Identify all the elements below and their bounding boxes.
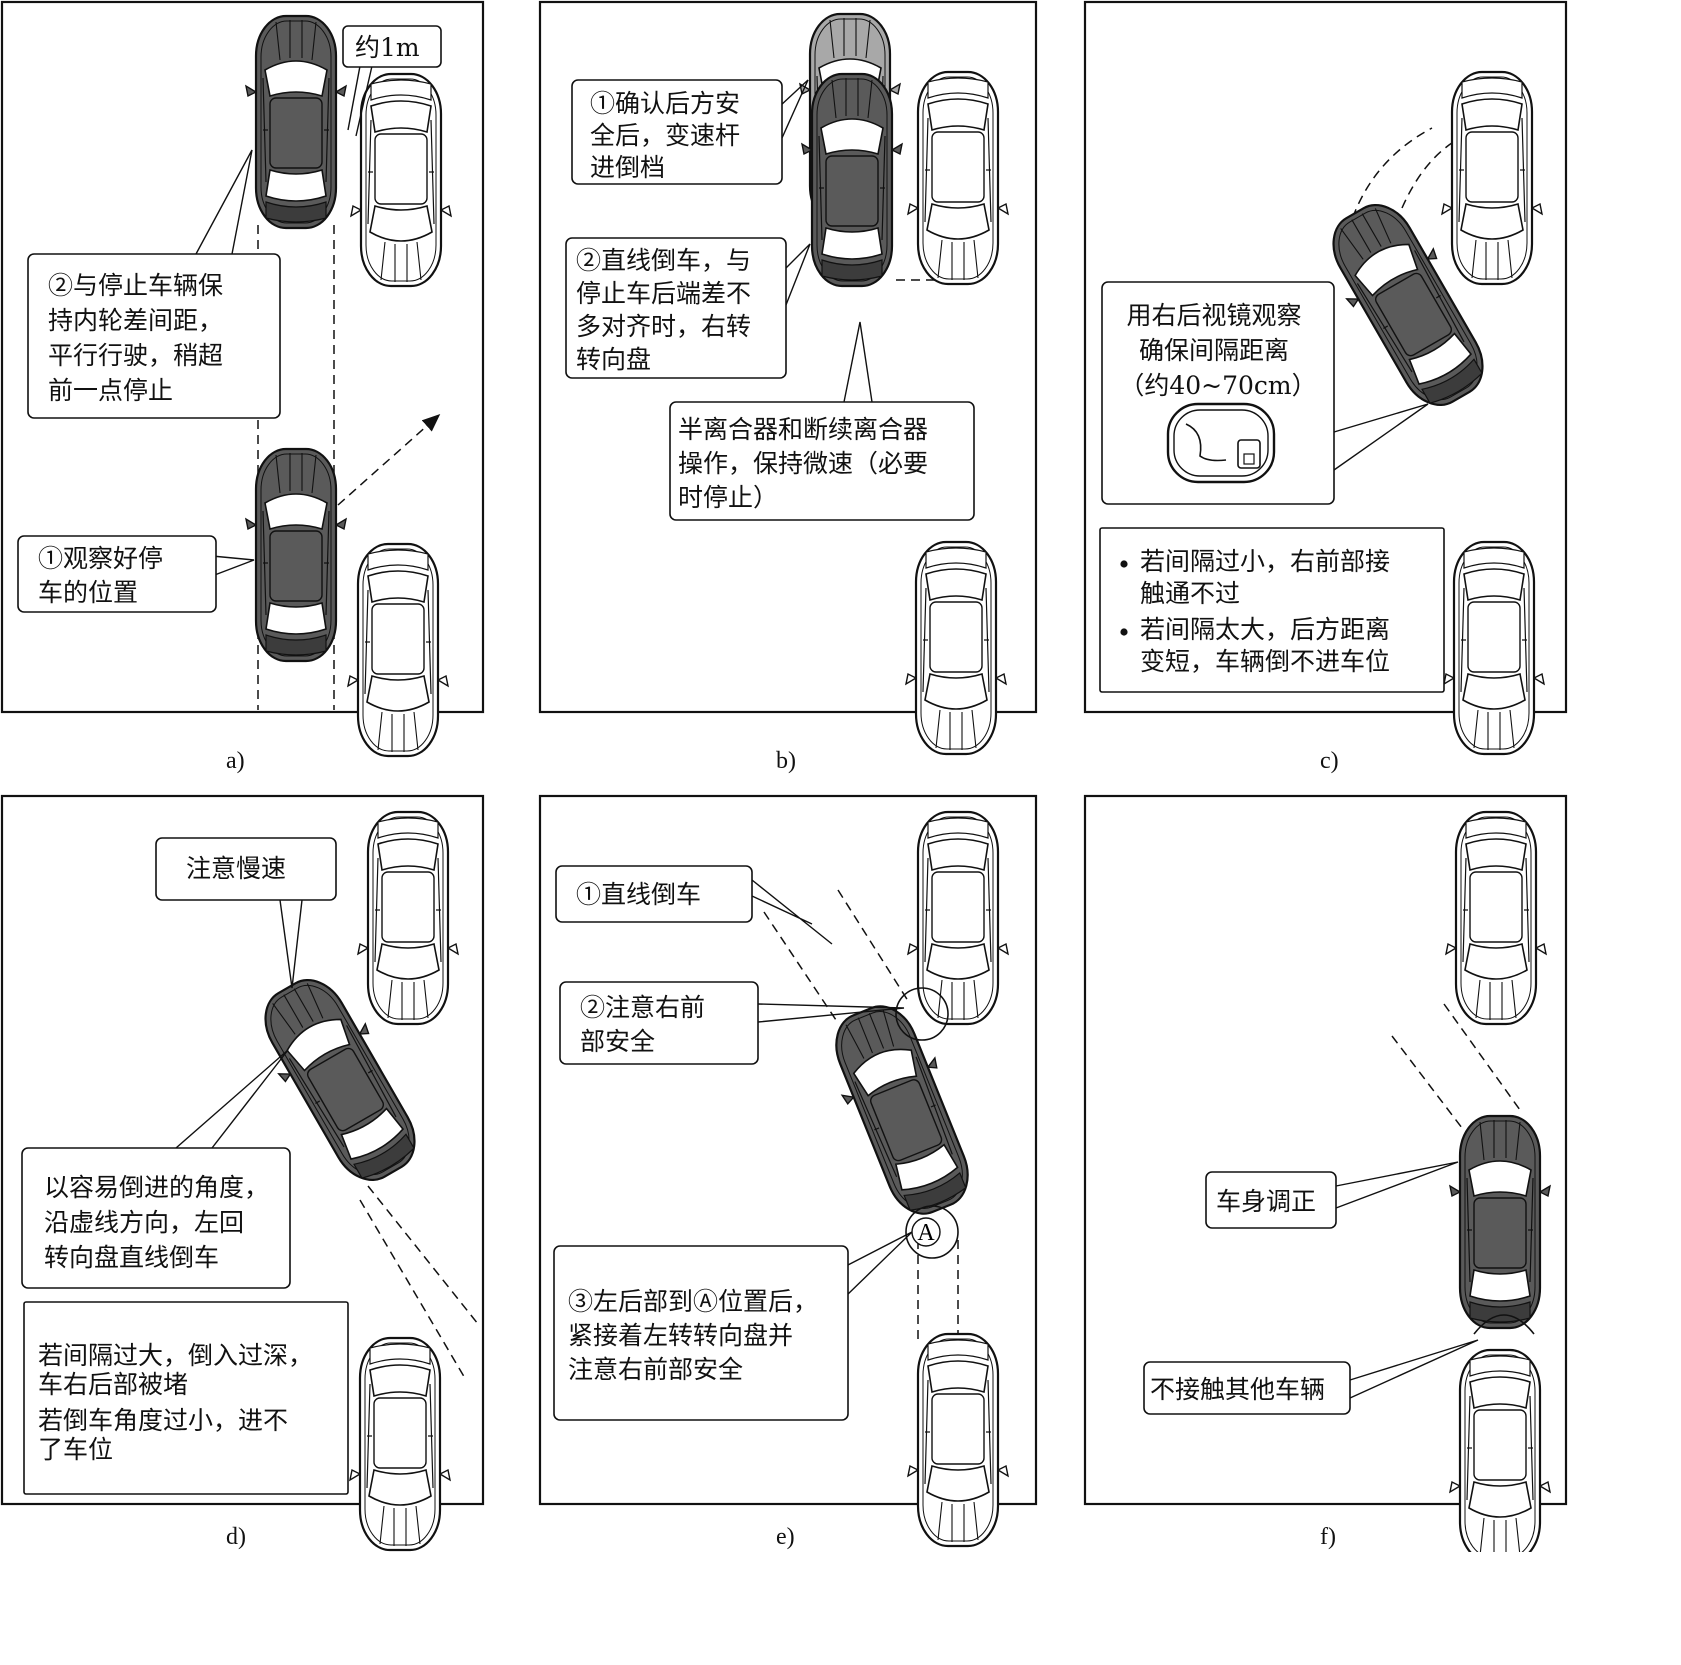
step3-text: ③左后部到Ⓐ位置后， 紧接着左转转向盘并 注意右前部安全	[568, 1287, 826, 1384]
no-contact-text: 不接触其他车辆	[1150, 1375, 1325, 1404]
straighten-callout	[1205, 1171, 1337, 1229]
step1-text: ①观察好停 车的位置	[38, 544, 171, 607]
step2-text: ②直线倒车，与 停止车后端差不 多对齐时，右转 转向盘	[576, 246, 759, 374]
parked-car	[1443, 540, 1545, 756]
distance-leader	[355, 65, 373, 137]
parked-car	[1445, 810, 1547, 1026]
step2-leader	[783, 243, 811, 311]
parked-car	[350, 72, 452, 288]
reverse-path-line	[837, 889, 911, 1005]
panel-caption: e)	[776, 1524, 795, 1550]
active-car	[1332, 203, 1484, 407]
distance-label: 约1m	[355, 33, 420, 62]
mirror-text: 用右后视镜观察 确保间隔距离 （约40~70cm）	[1119, 301, 1316, 400]
step1-callout	[17, 535, 217, 613]
parked-car	[907, 1332, 1009, 1548]
panel-caption: f)	[1320, 1524, 1336, 1550]
side-mirror-icon	[1166, 402, 1276, 484]
step1-text: ①直线倒车	[576, 880, 701, 909]
step1-callout	[571, 79, 783, 185]
parked-car	[907, 70, 1009, 286]
bullet-dot	[1120, 628, 1128, 636]
panel-caption: a)	[226, 748, 245, 774]
active-car	[245, 14, 347, 230]
slow-callout	[155, 837, 337, 901]
slow-leader	[279, 899, 303, 989]
clutch-callout	[669, 401, 975, 521]
active-car	[801, 72, 903, 288]
step2-leader	[195, 149, 253, 255]
warning-box	[23, 1301, 349, 1495]
parked-car	[357, 810, 459, 1026]
step1-leader	[751, 879, 833, 945]
reverse-path-line	[1443, 1003, 1521, 1111]
angle-leader	[175, 1049, 289, 1149]
step2-leader	[757, 1003, 905, 1023]
panel-f: 车身调正 不接触其他车辆 f)	[1083, 794, 1568, 1552]
clutch-text: 半离合器和断续离合器 操作，保持微速（必要 时停止）	[678, 415, 936, 512]
step2-callout	[565, 237, 787, 379]
straighten-leader	[1335, 1161, 1459, 1209]
no-contact-leader	[1349, 1339, 1479, 1399]
step2-callout	[27, 253, 281, 419]
parked-car	[349, 1336, 451, 1552]
panel-d: 注意慢速 以容易倒进的角度， 沿虚线方向，左回 转向盘直线倒车 若间隔过大，倒入…	[0, 794, 485, 1552]
panel-b: ①确认后方安 全后，变速杆 进倒档 ②直线倒车，与 停止车后端差不 多对齐时，右…	[538, 0, 1038, 774]
step1-callout	[555, 865, 753, 923]
step2-text: ②注意右前 部安全	[580, 993, 713, 1056]
bullet-text: 若间隔太大，后方距离 变短，车辆倒不进车位	[1140, 615, 1398, 676]
step2-callout	[559, 981, 759, 1065]
step1-text: ①确认后方安 全后，变速杆 进倒档	[590, 89, 748, 182]
turn-path-line	[1401, 137, 1461, 209]
distance-leader	[347, 65, 361, 131]
slow-text: 注意慢速	[186, 854, 286, 883]
parked-car	[347, 542, 449, 758]
bullet-text: 若间隔过小，右前部接 触通不过	[1140, 547, 1398, 608]
panel-a: 约1m ②与停止车辆保 持内轮差间距， 平行行驶，稍超 前一点停止 ①观察好停 …	[0, 0, 485, 774]
clutch-leader	[843, 321, 873, 403]
step1-leader	[779, 79, 809, 139]
mirror-leader	[1333, 403, 1429, 471]
parked-car	[1441, 70, 1543, 286]
front-corner-highlight	[895, 987, 949, 1041]
reverse-path-line	[763, 911, 837, 1021]
step2-text: ②与停止车辆保 持内轮差间距， 平行行驶，稍超 前一点停止	[48, 271, 231, 405]
panel-c: 用右后视镜观察 确保间隔距离 （约40~70cm） 若间隔过小，右前部接 触通不…	[1083, 0, 1568, 774]
straighten-text: 车身调正	[1216, 1187, 1316, 1216]
contact-gap-highlight	[1473, 1314, 1535, 1335]
reverse-path-line	[359, 1199, 467, 1381]
active-car	[264, 978, 416, 1182]
active-car	[835, 1005, 969, 1215]
step3-leader	[845, 1231, 913, 1297]
active-car	[245, 447, 347, 663]
panel-caption: d)	[226, 1524, 246, 1550]
active-car	[1449, 1114, 1551, 1330]
angle-text: 以容易倒进的角度， 沿虚线方向，左回 转向盘直线倒车	[44, 1173, 277, 1272]
panel-caption: b)	[776, 748, 796, 774]
distance-callout	[342, 25, 442, 68]
parked-car	[905, 540, 1007, 756]
point-a-label: A	[917, 1220, 935, 1246]
parking-diagram: 约1m ②与停止车辆保 持内轮差间距， 平行行驶，稍超 前一点停止 ①观察好停 …	[0, 0, 1568, 1552]
angle-callout	[21, 1147, 291, 1289]
panel-e: A ①直线倒车 ②注意右前 部安全 ③左后部到Ⓐ位置后， 紧接着左转转向盘并 注…	[538, 794, 1038, 1550]
reverse-path-line	[1391, 1035, 1463, 1129]
bullet-dot	[1120, 560, 1128, 568]
warning-box	[1099, 527, 1445, 693]
step1-leader	[211, 555, 255, 577]
no-contact-callout	[1143, 1361, 1351, 1415]
parked-car	[1449, 1348, 1551, 1552]
warning-text: 若间隔过大，倒入过深， 车右后部被堵 若倒车角度过小，进不 了车位	[38, 1341, 321, 1464]
panel-caption: c)	[1320, 748, 1339, 774]
point-a-marker	[905, 1205, 959, 1259]
mirror-callout	[1101, 281, 1335, 505]
direction-arrow	[337, 414, 441, 506]
step3-callout	[553, 1245, 849, 1421]
parked-car	[907, 810, 1009, 1026]
